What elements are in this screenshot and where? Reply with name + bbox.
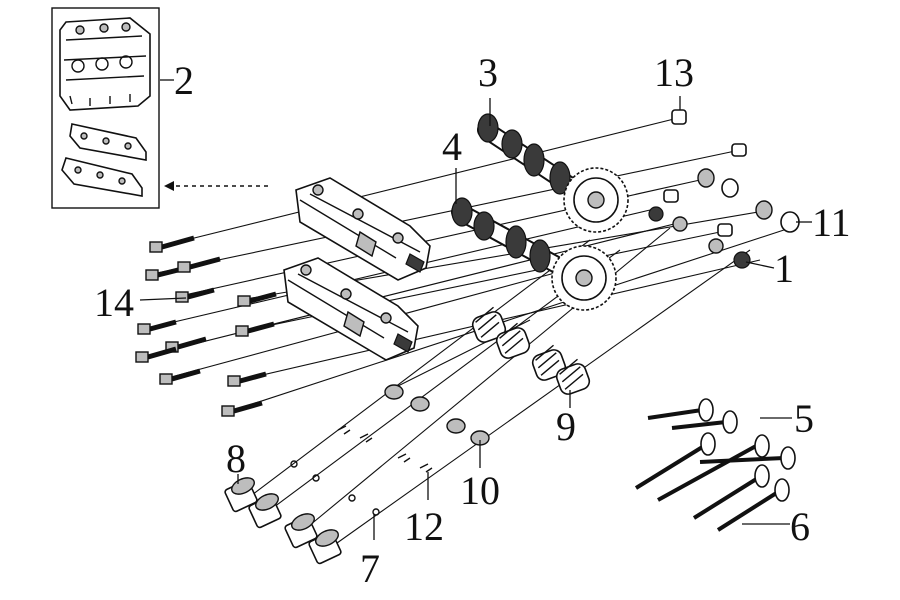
inset-cam-carrier-upper [69, 123, 147, 161]
valve [647, 398, 714, 422]
callout-leaders [139, 79, 812, 540]
bolt [135, 346, 177, 363]
inset-reference-arrow [164, 181, 268, 191]
callout-4: 4 [442, 124, 462, 169]
camshaft-holder-lower [283, 257, 419, 361]
callout-5: 5 [794, 396, 814, 441]
bolt [137, 319, 177, 335]
tappet [248, 493, 282, 529]
callout-1: 1 [774, 246, 794, 291]
valve [671, 410, 738, 434]
callout-12: 12 [404, 504, 444, 549]
dowel-pin [671, 109, 687, 125]
callout-7: 7 [360, 546, 380, 591]
bolt [227, 371, 267, 387]
callout-2: 2 [174, 58, 194, 103]
valve-tappets [224, 477, 342, 565]
camshaft-lower [451, 197, 617, 311]
callout-14: 14 [94, 280, 134, 325]
valve-spring [555, 358, 591, 395]
callout-3: 3 [478, 50, 498, 95]
holder-bolts [135, 235, 277, 417]
bolt [159, 368, 201, 385]
cylinder-head-illustration [59, 17, 151, 111]
valve-spring [471, 306, 507, 343]
camshaft-upper [477, 113, 629, 233]
callout-11: 11 [812, 200, 851, 245]
valve-springs [471, 306, 591, 395]
spring-retainers [384, 384, 490, 446]
inset-cam-carrier-lower [61, 157, 143, 197]
callout-10: 10 [460, 468, 500, 513]
valve [657, 434, 770, 502]
bolt [175, 287, 215, 303]
bolt [177, 256, 221, 273]
valve [634, 432, 716, 490]
bolt [149, 235, 195, 253]
valve [716, 478, 790, 532]
tappet [308, 529, 342, 565]
valve-collets [290, 425, 433, 516]
bolt [221, 400, 263, 417]
callout-13: 13 [654, 50, 694, 95]
valve-caps-and-seals [648, 143, 800, 269]
valve [692, 464, 770, 520]
callout-6: 6 [790, 504, 810, 549]
camshaft-holder-upper [295, 177, 431, 281]
bolt [237, 291, 277, 307]
callout-9: 9 [556, 404, 576, 449]
bolt [235, 321, 275, 337]
valve-spring [495, 322, 531, 359]
callout-numbers: 2 3 13 4 11 1 14 5 9 8 10 6 12 7 [94, 50, 851, 591]
callout-8: 8 [226, 436, 246, 481]
valve [699, 446, 796, 470]
valves [634, 398, 796, 532]
inset-cylinder-head-box [51, 7, 160, 209]
tappet [284, 513, 318, 549]
